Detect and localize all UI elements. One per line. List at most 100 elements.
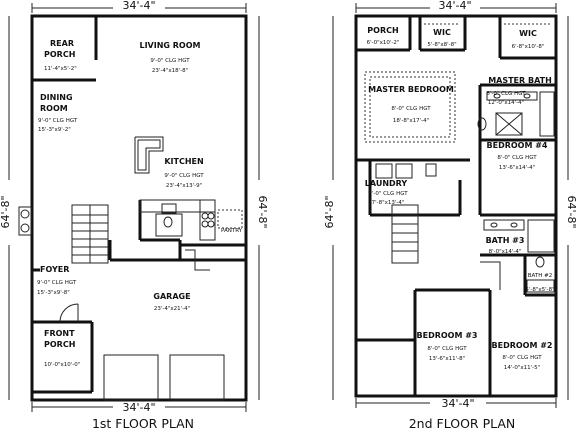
master-bath-size: 12'-0"x14'-4" — [488, 100, 524, 106]
bath3-size: 8'-0"x14'-4" — [489, 249, 522, 255]
second-floor-plan: 34'-4" 34'-4" 64'-8" 64'-8" — [323, 0, 576, 431]
bath2-label: BATH #2 — [528, 273, 552, 279]
second-top-dimension: 34'-4" — [438, 0, 471, 12]
wic2-label: WIC — [519, 29, 537, 38]
first-top-dimension: 34'-4" — [122, 0, 155, 12]
bedroom4-ceiling: 8'-0" CLG HGT — [497, 155, 537, 161]
toilet-icon — [535, 256, 545, 268]
bath3-fixtures — [483, 219, 555, 253]
second-floor-title: 2nd FLOOR PLAN — [409, 416, 516, 431]
vanity-icon — [526, 279, 555, 293]
second-right-dimension: 64'-8" — [565, 195, 576, 228]
second-bottom-dimension: 34'-4" — [441, 397, 474, 410]
kitchen-label: KITCHEN — [164, 157, 203, 166]
bedroom4-size: 13'-6"x14'-4" — [499, 165, 535, 171]
first-left-dimension: 64'-8" — [0, 195, 12, 228]
master-bedroom-ceiling: 8'-0" CLG HGT — [391, 106, 431, 112]
wic2-size: 6'-8"x10'-8" — [512, 44, 545, 50]
front-porch-size: 10'-0"x10'-0" — [44, 362, 80, 368]
powder-room — [155, 213, 183, 237]
garage-doors — [103, 354, 225, 401]
bath2-fixtures — [526, 256, 555, 293]
first-dim-right: 64'-8" — [256, 16, 269, 400]
second-dim-bottom: 34'-4" — [355, 397, 557, 410]
master-bedroom-size: 18'-8"x17'-4" — [393, 118, 429, 124]
bedroom3-ceiling: 8'-0" CLG HGT — [427, 346, 467, 352]
first-bottom-dimension: 34'-4" — [122, 401, 155, 414]
vanity-icon — [486, 91, 538, 101]
kitchen-size: 23'-4"x13'-9" — [166, 183, 202, 189]
laundry-sink-icon — [425, 163, 437, 177]
range-burner-icon — [201, 220, 209, 228]
vanity-icon — [483, 219, 525, 231]
bath2-size: 5'-8"x5'-8" — [525, 287, 554, 293]
master-bath-fixtures — [477, 91, 555, 137]
dryer-icon — [395, 163, 413, 179]
first-floor-plan: 34'-4" 34'-4" 64'-8" 64'-8" — [0, 0, 269, 431]
bedroom2-ceiling: 8'-0" CLG HGT — [502, 355, 542, 361]
rear-porch-label-line2: PORCH — [44, 50, 75, 59]
master-bath-ceiling: 8'-0" CLG HGT — [486, 91, 526, 97]
porch-label: PORCH — [367, 26, 398, 35]
bedroom2-label: BEDROOM #2 — [492, 341, 553, 350]
range-burner-icon — [207, 212, 215, 220]
bedroom2-size: 14'-0"x11'-5" — [504, 365, 540, 371]
laundry-ceiling: 8'-0" CLG HGT — [368, 191, 408, 197]
first-dim-top: 34'-4" — [31, 0, 247, 13]
master-bath-label: MASTER BATH — [488, 76, 552, 85]
tray-ceiling-outer — [364, 71, 456, 143]
foyer-size: 15'-3"x9'-8" — [37, 290, 70, 296]
sink-icon — [490, 222, 498, 228]
range-burner-icon — [207, 220, 215, 228]
garage-label: GARAGE — [153, 292, 190, 301]
front-porch-label-line1: FRONT — [44, 329, 75, 338]
wic1-size: 5'-8"x8'-8" — [427, 42, 456, 48]
kitchen-ceiling: 9'-0" CLG HGT — [164, 173, 204, 179]
dining-room-label-line2: ROOM — [40, 104, 68, 113]
second-dim-top: 34'-4" — [355, 0, 557, 13]
master-bedroom-label: MASTER BEDROOM — [368, 85, 454, 94]
second-interior-walls — [356, 16, 556, 396]
dining-room-size: 15'-3"x9'-2" — [38, 127, 71, 133]
living-room-ceiling: 9'-0" CLG HGT — [150, 58, 190, 64]
shower-icon — [495, 112, 523, 136]
living-room-size: 23'-4"x18'-8" — [152, 68, 188, 74]
first-stair — [71, 204, 210, 271]
laundry-appliances — [375, 163, 437, 179]
bedroom3-label: BEDROOM #3 — [417, 331, 478, 340]
bedroom4-label: BEDROOM #4 — [487, 141, 548, 150]
kitchen-island — [134, 136, 164, 174]
pantry-shelves — [217, 209, 243, 229]
kitchen-sink-icon — [161, 203, 177, 214]
porch-size: 6'-0"x10'-2" — [367, 40, 400, 46]
bath3-label: BATH #3 — [486, 236, 525, 245]
first-dim-bottom: 34'-4" — [31, 401, 247, 414]
range-burner-icon — [201, 212, 209, 220]
front-door-swing — [59, 303, 79, 323]
first-dim-left: 64'-8" — [0, 16, 12, 400]
hall-wall — [480, 261, 501, 290]
foyer-label: FOYER — [40, 265, 69, 274]
washer-icon — [375, 163, 393, 179]
second-dim-left: 64'-8" — [323, 16, 336, 400]
dining-room-ceiling: 9'-0" CLG HGT — [38, 118, 78, 124]
pantry-label: PANTRY — [221, 228, 243, 234]
sink-icon — [523, 93, 531, 99]
bathtub-icon — [539, 91, 555, 137]
toilet-icon — [477, 117, 487, 131]
ac-unit-icon — [18, 206, 32, 236]
bedroom3-size: 13'-6"x11'-8" — [429, 356, 465, 362]
second-stair — [391, 204, 419, 264]
toilet-icon — [163, 216, 173, 228]
second-exterior-wall — [354, 14, 558, 398]
first-right-dimension: 64'-8" — [256, 195, 269, 228]
laundry-label: LAUNDRY — [365, 179, 408, 188]
sink-icon — [510, 222, 518, 228]
garage-size: 23'-4"x21'-4" — [154, 306, 190, 312]
kitchen-counters — [139, 199, 243, 241]
sink-icon — [493, 93, 501, 99]
second-dim-right: 64'-8" — [565, 16, 576, 400]
rear-porch-label-line1: REAR — [50, 39, 74, 48]
second-left-dimension: 64'-8" — [323, 195, 336, 228]
